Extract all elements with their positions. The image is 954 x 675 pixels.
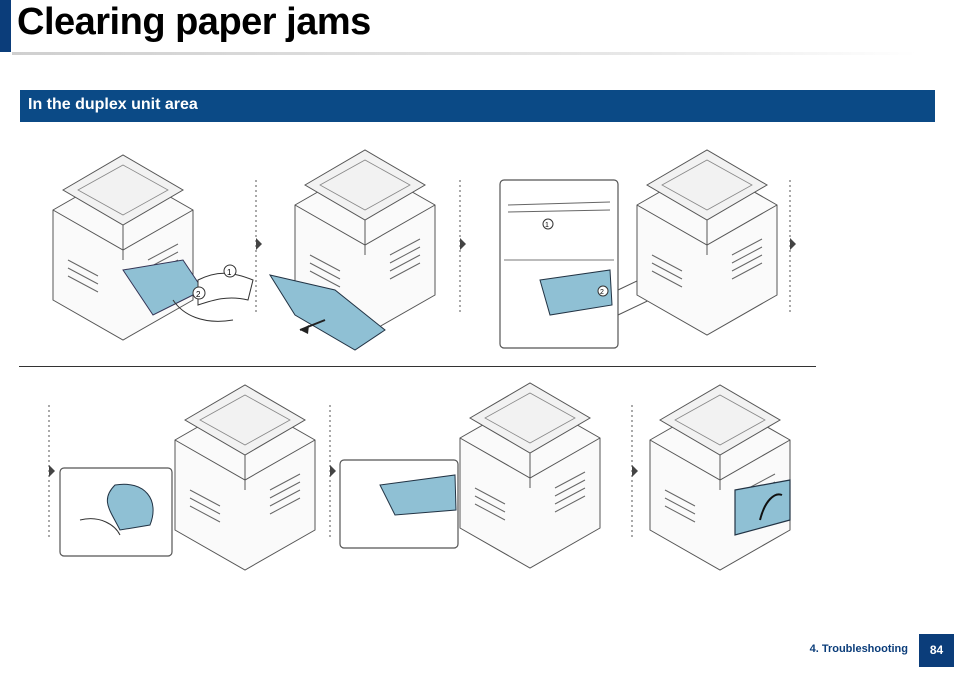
page-number: 84 <box>919 634 954 667</box>
step3-callout-2: 2 <box>600 289 604 296</box>
title-accent-bar <box>0 0 11 52</box>
step1-callout-2: 2 <box>196 290 201 299</box>
page-title: Clearing paper jams <box>17 1 371 43</box>
step3-detail-and-printer: 1 2 <box>499 149 778 349</box>
title-underline <box>12 52 917 55</box>
section-heading: In the duplex unit area <box>28 96 198 113</box>
step6-printer <box>649 384 791 571</box>
next-step-arrow <box>256 238 262 250</box>
row-divider <box>19 366 816 367</box>
step5-detail-and-printer <box>339 382 601 569</box>
step2-printer <box>268 149 436 351</box>
step3-callout-1: 1 <box>545 222 549 229</box>
section-heading-bar: In the duplex unit area <box>20 90 935 122</box>
step4-detail-and-printer <box>59 384 316 571</box>
duplex-jam-illustrations: 1 2 1 2 <box>48 149 796 571</box>
step1-callout-1: 1 <box>227 268 232 277</box>
footer-chapter: 4. Troubleshooting <box>809 643 908 655</box>
step1-printer: 1 2 <box>52 154 254 341</box>
